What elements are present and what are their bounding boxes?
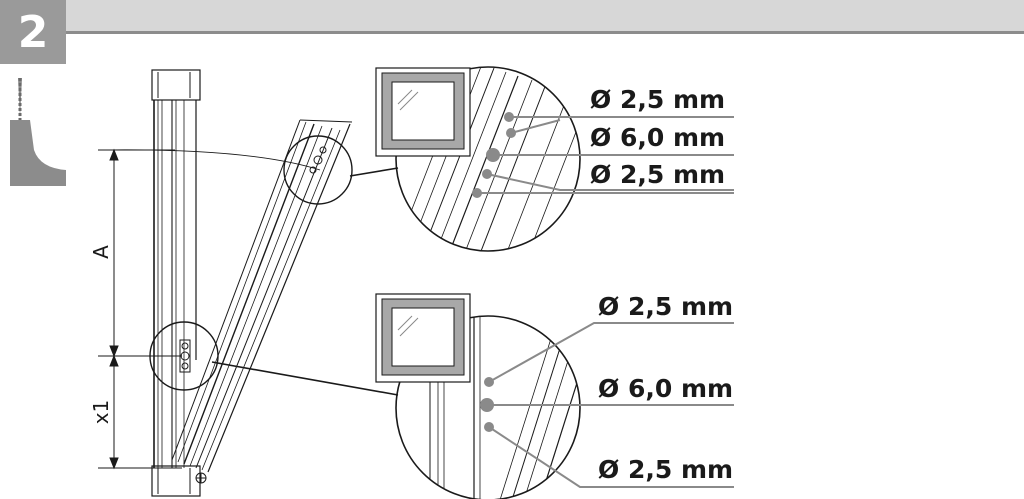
bottom-connector-line	[211, 361, 399, 396]
header-bar	[0, 0, 1024, 34]
dimension-x1-label: x1	[89, 400, 113, 425]
top-magnifier-circle	[283, 135, 353, 205]
callout-bottom-1: Ø 2,5 mm	[598, 292, 733, 321]
top-leader-lines	[477, 116, 734, 194]
bottom-leader-lines	[487, 322, 734, 488]
window-frame-profile	[151, 69, 201, 497]
window-thumbnail-icon	[375, 293, 471, 383]
top-connector-line	[349, 167, 399, 177]
window-thumbnail-icon	[375, 67, 471, 157]
callout-top-1: Ø 2,5 mm	[590, 85, 725, 114]
reference-arc	[99, 149, 321, 171]
callout-top-3: Ø 2,5 mm	[590, 160, 725, 189]
callout-bottom-3: Ø 2,5 mm	[598, 455, 733, 484]
dimension-a-label: A	[89, 245, 113, 259]
hand-drill-icon	[10, 78, 66, 186]
bottom-magnifier-circle	[149, 321, 219, 391]
step-number-badge: 2	[0, 0, 66, 64]
dimension-lines	[98, 148, 182, 470]
step-number: 2	[17, 6, 49, 58]
callout-top-2: Ø 6,0 mm	[590, 123, 725, 152]
tilted-sash-profile	[171, 119, 353, 484]
callout-bottom-2: Ø 6,0 mm	[598, 374, 733, 403]
